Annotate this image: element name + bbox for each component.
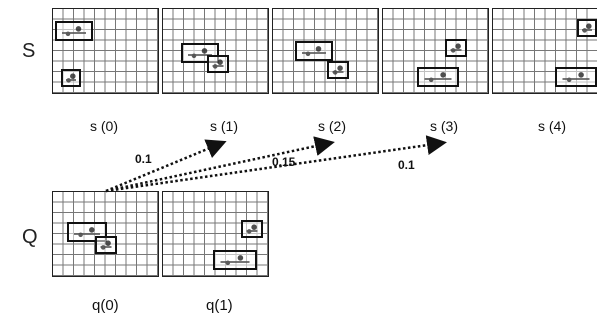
frame-s3 (382, 8, 489, 94)
object-patch (445, 39, 467, 57)
caption-s1: s (1) (210, 118, 238, 134)
frame-s0 (52, 8, 159, 94)
frame-s2 (272, 8, 379, 94)
row-label-q: Q (22, 226, 38, 248)
object-patch (577, 19, 597, 37)
arrow-q0-to-s1 (105, 139, 227, 193)
caption-q1: q(1) (206, 297, 233, 314)
object-patch (61, 69, 81, 87)
weight-label-s3: 0.1 (398, 158, 415, 172)
object-patch (95, 236, 117, 254)
caption-s4: s (4) (538, 118, 566, 134)
object-patch (295, 41, 333, 61)
caption-s3: s (3) (430, 118, 458, 134)
caption-s0: s (0) (90, 118, 118, 134)
frame-q1 (162, 191, 269, 277)
object-patch (417, 67, 459, 87)
object-patch (555, 67, 597, 87)
row-label-s: S (22, 40, 36, 62)
object-patch (55, 21, 93, 41)
object-patch (207, 55, 229, 73)
object-patch (327, 61, 349, 79)
object-patch (241, 220, 263, 238)
caption-q0: q(0) (92, 297, 119, 314)
weight-label-s2: 0.15 (272, 155, 296, 169)
caption-s2: s (2) (318, 118, 346, 134)
arrow-q0-to-s2 (105, 136, 335, 193)
frame-s4 (492, 8, 597, 94)
frame-s1 (162, 8, 269, 94)
object-patch (213, 250, 257, 270)
arrow-q0-to-s3 (105, 135, 447, 193)
frame-q0 (52, 191, 159, 277)
weight-label-s1: 0.1 (135, 152, 152, 166)
